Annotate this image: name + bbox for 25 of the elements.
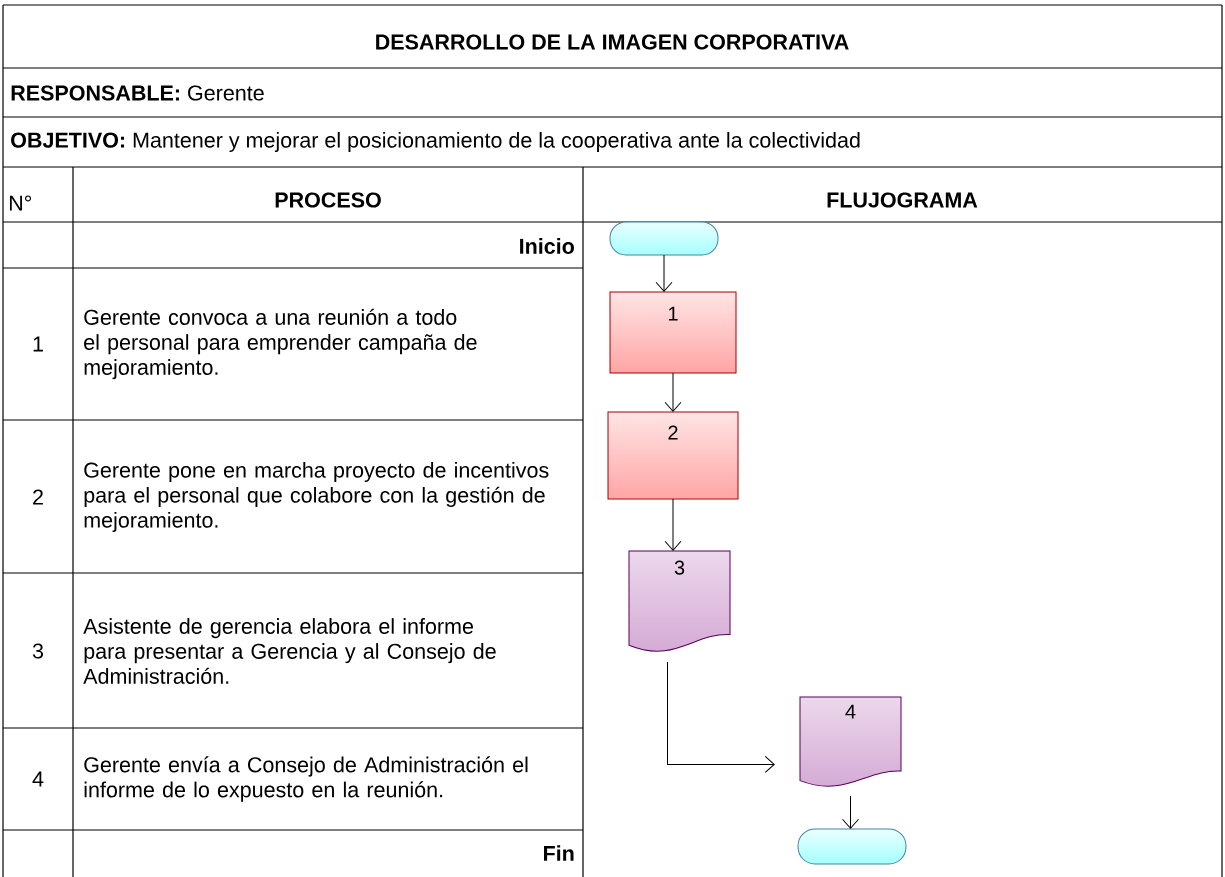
table-title: DESARROLLO DE LA IMAGEN CORPORATIVA [376,34,849,50]
responsible-line: RESPONSABLE: Gerente [11,85,264,101]
step-description: Gerente envía a Consejo de Administración el informe de lo expuesto en la reunión. [84,756,528,802]
end-label: Fin [544,845,574,861]
terminator-shape [609,221,719,256]
arrow [655,254,673,292]
arrow [842,795,859,829]
terminator-shape [797,828,907,865]
step-number: 2 [33,489,43,505]
column-header: FLUJOGRAMA [827,192,978,208]
arrow [664,372,682,412]
process-box: 2 [607,411,739,500]
step-number: 3 [32,643,44,659]
column-header: N° [9,195,32,211]
process-box: 1 [609,291,737,374]
step-description: Gerente pone en marcha proyecto de incentivos para el personal que colabore con la gestión de mejoramiento. [84,462,549,532]
arrow [664,498,682,551]
objective-line: OBJETIVO: Mantener y mejorar el posicionamiento de la cooperativa ante la colectividad [11,132,860,152]
step-description: Gerente convoca a una reunión a todo el personal para emprender campaña de mejoramiento. [84,308,477,380]
arrow [667,661,775,773]
step-description: Asistente de gerencia elabora el informe para presentar a Gerencia y al Consejo de Administración. [83,618,496,684]
start-label: Inicio [520,238,574,254]
step-number: 1 [33,336,43,352]
column-header: PROCESO [275,192,381,208]
step-number: 4 [32,771,44,787]
